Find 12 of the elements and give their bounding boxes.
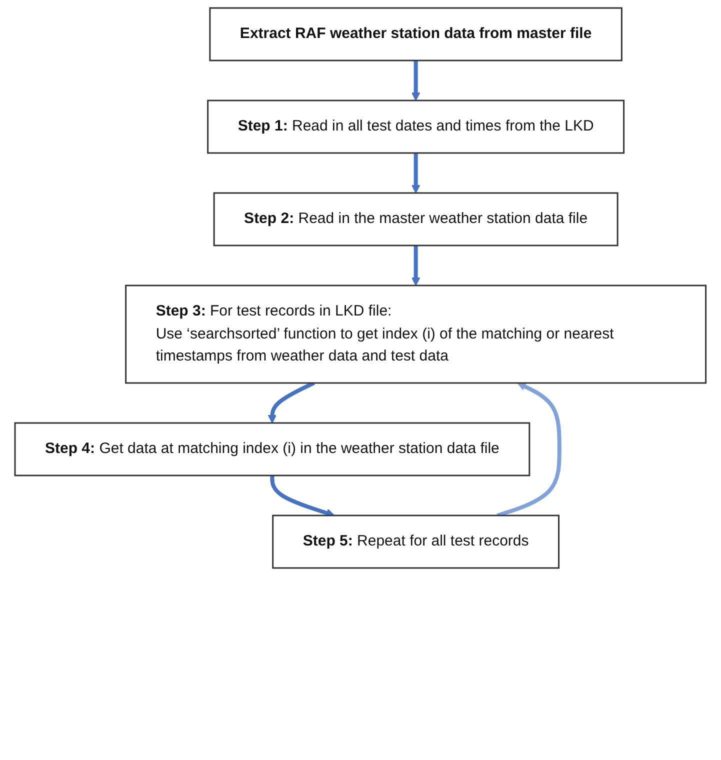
arrow bbox=[268, 381, 315, 424]
node-box: Step 4: Get data at matching index (i) in the weather station data file bbox=[14, 422, 530, 476]
arrow bbox=[496, 382, 562, 518]
node-box: Step 2: Read in the master weather station data file bbox=[213, 192, 618, 246]
arrow bbox=[270, 475, 335, 518]
node-box: Step 5: Repeat for all test records bbox=[272, 514, 560, 569]
arrow bbox=[412, 153, 420, 194]
arrow bbox=[412, 246, 420, 286]
node-box: Extract RAF weather station data from master file bbox=[209, 7, 623, 62]
arrow bbox=[412, 60, 420, 101]
node-box: Step 1: Read in all test dates and times from the LKD bbox=[207, 100, 625, 154]
node-box: Step 3: For test records in LKD file: Use ‘searchsorted’ function to get index (i) of the matching or nearest timestamps from weather data and test data bbox=[125, 284, 707, 384]
